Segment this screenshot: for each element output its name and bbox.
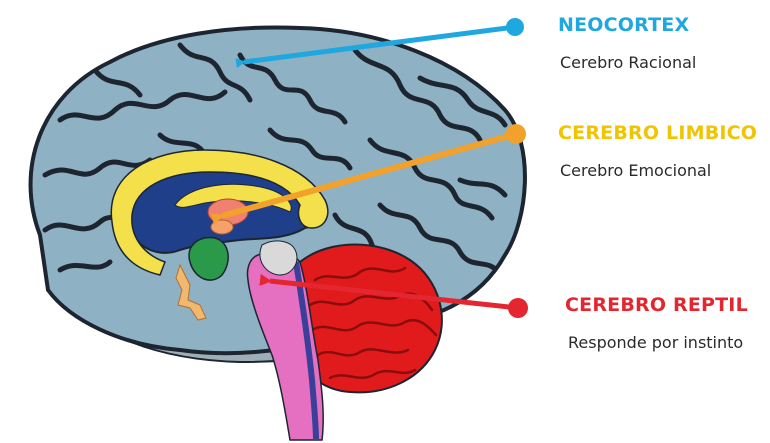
reptil-subtitle: Responde por instinto xyxy=(568,333,743,352)
limbico-subtitle: Cerebro Emocional xyxy=(560,161,711,180)
hypothalamus-region xyxy=(211,220,233,234)
neocortex-pointer-dot xyxy=(506,18,524,36)
limbico-title: CEREBRO LIMBICO xyxy=(558,122,757,144)
reptil-pointer-dot xyxy=(508,298,528,318)
neocortex-title: NEOCORTEX xyxy=(558,14,689,36)
neocortex-subtitle: Cerebro Racional xyxy=(560,53,696,72)
limbico-pointer-dot xyxy=(506,124,526,144)
reptil-title: CEREBRO REPTIL xyxy=(565,294,748,316)
